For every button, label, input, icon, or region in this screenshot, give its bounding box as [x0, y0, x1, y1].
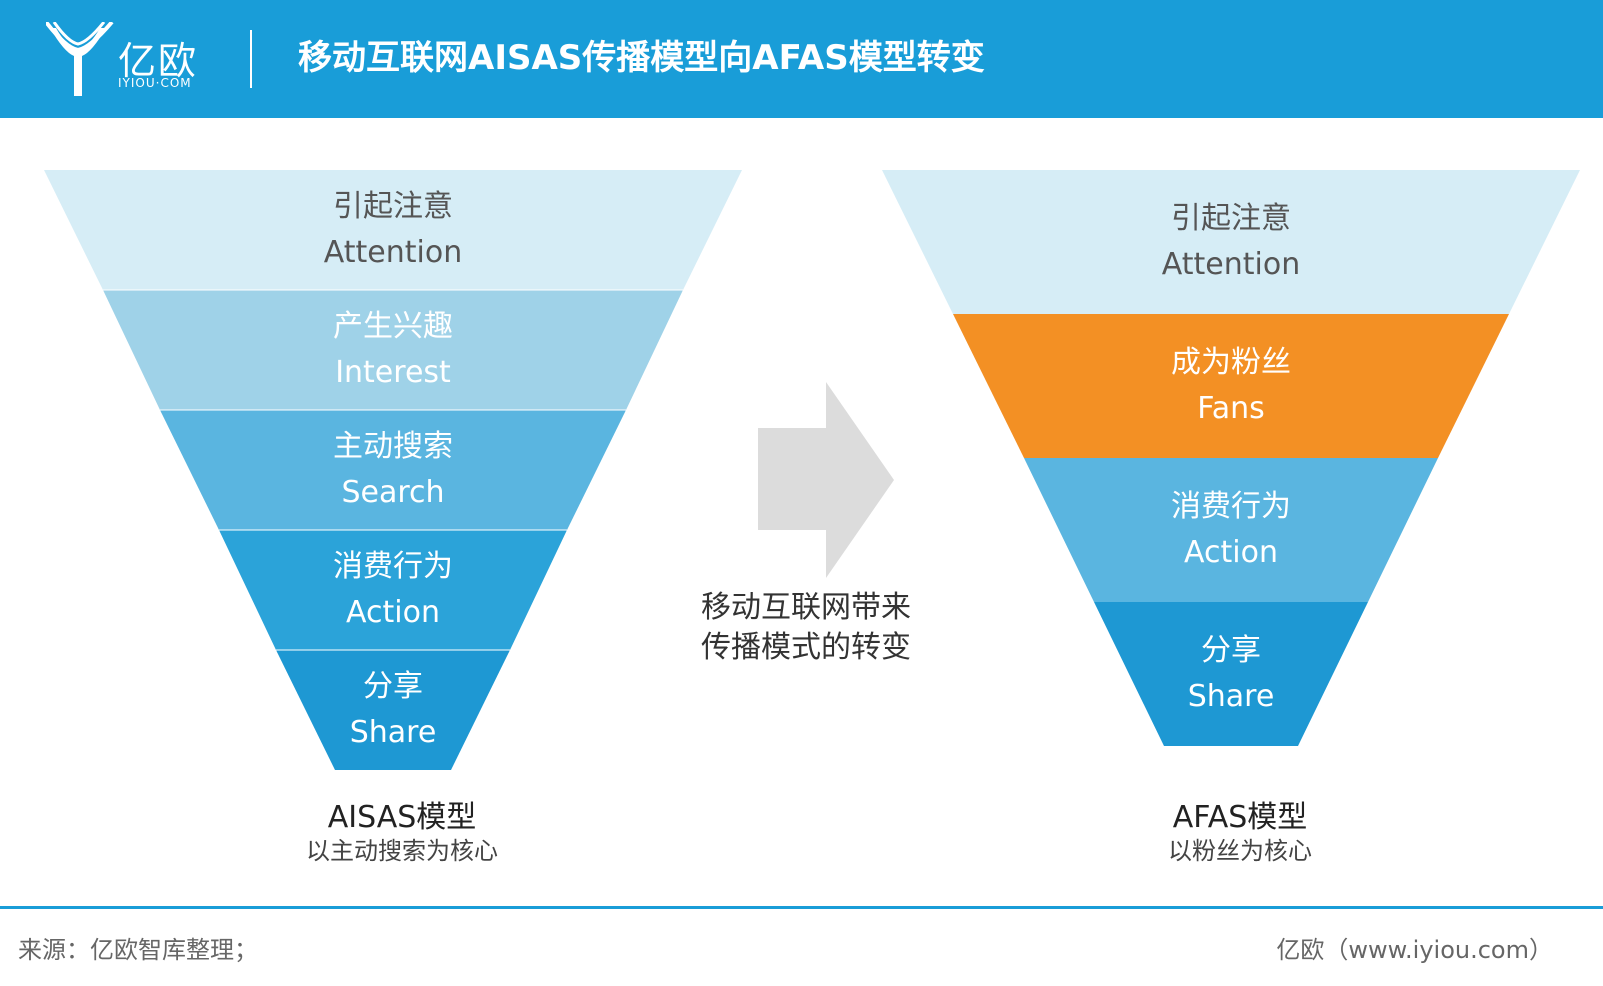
aisas-model-subtitle: 以主动搜索为核心 [306, 837, 498, 865]
aisas-label-action: 消费行为 Action [243, 544, 543, 636]
header-divider [250, 30, 252, 88]
segment-en: Interest [335, 355, 451, 390]
segment-en: Attention [323, 235, 463, 270]
source-note: 来源：亿欧智库整理； [18, 936, 258, 964]
segment-cn: 引起注意 [333, 189, 453, 224]
segment-en: Search [341, 475, 445, 510]
segment-en: Attention [1161, 247, 1301, 282]
afas-label-fans: 成为粉丝 Fans [1081, 340, 1381, 432]
segment-cn: 引起注意 [1171, 201, 1291, 236]
afas-segment-attention [882, 170, 1580, 314]
aisas-label-share: 分享 Share [243, 664, 543, 756]
afas-funnel [882, 170, 1580, 746]
aisas-funnel [44, 170, 742, 770]
afas-model-title: AFAS模型 [1172, 800, 1308, 835]
aisas-segment-interest [103, 290, 683, 410]
afas-segment-share [1094, 602, 1368, 746]
segment-en: Fans [1197, 391, 1265, 426]
right-arrow-icon [758, 382, 894, 578]
transition-note-line1: 移动互联网带来 [701, 590, 911, 625]
logo-text: 亿欧 [118, 39, 199, 83]
afas-segment-fans [953, 314, 1509, 458]
header-bar: 亿欧 IYIOU·COM 移动互联网AISAS传播模型向AFAS模型转变 [0, 0, 1603, 118]
brand-logo: 亿欧 IYIOU·COM [44, 20, 226, 98]
afas-label-action: 消费行为 Action [1081, 484, 1381, 576]
segment-en: Action [1184, 535, 1278, 570]
segment-cn: 分享 [363, 669, 423, 704]
aisas-label-attention: 引起注意 Attention [243, 184, 543, 276]
logo-subtext: IYIOU·COM [118, 76, 192, 90]
afas-caption: AFAS模型 以粉丝为核心 [1040, 800, 1440, 866]
aisas-segment-share [276, 650, 510, 770]
aisas-segment-action [219, 530, 567, 650]
segment-en: Share [1187, 679, 1275, 714]
segment-cn: 产生兴趣 [333, 309, 453, 344]
transition-note-line2: 传播模式的转变 [701, 630, 911, 665]
segment-cn: 消费行为 [333, 549, 453, 584]
afas-label-share: 分享 Share [1081, 628, 1381, 720]
logo-mark-icon [44, 20, 114, 96]
segment-cn: 成为粉丝 [1171, 345, 1291, 380]
aisas-model-title: AISAS模型 [327, 800, 477, 835]
segment-cn: 分享 [1201, 633, 1261, 668]
segment-en: Share [349, 715, 437, 750]
aisas-label-search: 主动搜索 Search [243, 424, 543, 516]
afas-segment-action [1024, 458, 1438, 602]
aisas-caption: AISAS模型 以主动搜索为核心 [202, 800, 602, 866]
transition-note: 移动互联网带来 传播模式的转变 [686, 588, 926, 668]
segment-cn: 消费行为 [1171, 489, 1291, 524]
afas-label-attention: 引起注意 Attention [1081, 196, 1381, 288]
footer-divider [0, 906, 1603, 909]
afas-model-subtitle: 以粉丝为核心 [1168, 837, 1312, 865]
aisas-label-interest: 产生兴趣 Interest [243, 304, 543, 396]
aisas-segment-search [160, 410, 626, 530]
segment-en: Action [346, 595, 440, 630]
aisas-segment-attention [44, 170, 742, 290]
site-credit: 亿欧（www.iyiou.com） [1276, 936, 1553, 964]
segment-cn: 主动搜索 [333, 429, 453, 464]
page-title: 移动互联网AISAS传播模型向AFAS模型转变 [298, 38, 985, 78]
